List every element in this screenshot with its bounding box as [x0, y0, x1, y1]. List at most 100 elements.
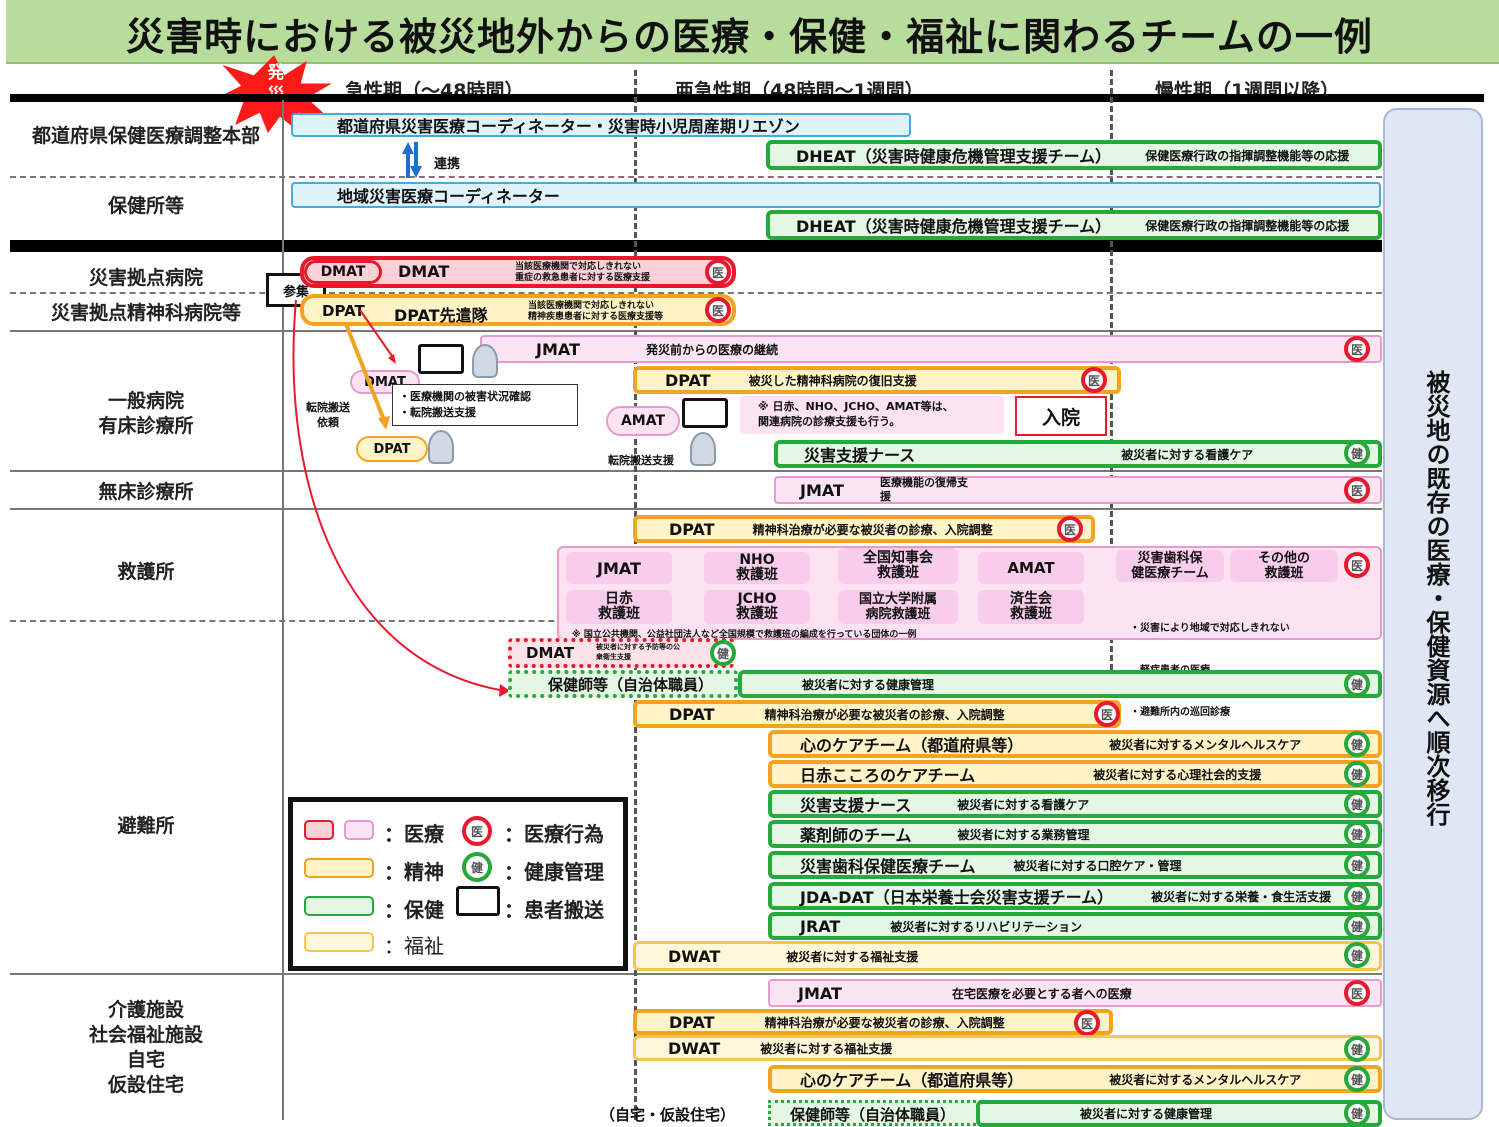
transfer-support-label: 転院搬送支援: [608, 454, 674, 467]
health-mgmt-badge: 健: [1344, 1036, 1370, 1062]
jrc-note: ※ 日赤、NHO、JCHO、AMAT等は、 関連病院の診療支援も行う。: [740, 396, 1004, 434]
care-phn-bar: 被災者に対する健康管理: [976, 1100, 1382, 1127]
dheat-pref-bar: DHEAT（災害時健康危機管理支援チーム） 保健医療行政の指揮調整機能等の応援: [766, 140, 1382, 170]
base-dpat-name: DPAT先遣隊: [394, 306, 488, 325]
health-mgmt-badge: 健: [1344, 883, 1370, 909]
local-coordinator-bar: 地域災害医療コーディネーター: [291, 182, 1381, 208]
gen-nurse-bar: 災害支援ナース 被災者に対する看護ケア: [774, 440, 1382, 468]
base-dmat-name: DMAT: [398, 262, 450, 281]
legend-medical-act-icon: 医: [462, 816, 492, 846]
link-arrows-icon: [402, 142, 422, 178]
medical-act-badge: 医: [1344, 980, 1370, 1006]
health-mgmt-badge: 健: [710, 640, 736, 666]
team-name: DWAT: [668, 946, 721, 966]
medical-act-badge: 医: [1074, 1010, 1100, 1036]
team-description: 被災者に対する業務管理: [957, 827, 1090, 842]
legend-health-mgmt-icon: 健: [462, 852, 492, 882]
admission-box: 入院: [1015, 396, 1107, 436]
transition-label: 被災地の既存の医療・保健資源へ順次移行: [1422, 370, 1450, 826]
ambulance-icon: [682, 398, 728, 428]
health-mgmt-badge: 健: [1344, 1100, 1370, 1126]
row-sep: [10, 470, 1382, 472]
row-sep: [10, 508, 1382, 510]
medical-act-badge: 医: [705, 297, 731, 323]
row-label-pref: 都道府県保健医療調整本部: [31, 125, 260, 147]
shelter-team-bar: 災害歯科保健医療チーム 被災者に対する口腔ケア・管理: [768, 851, 1382, 879]
shelter-team-bar: 日赤こころのケアチーム 被災者に対する心理社会的支援: [768, 760, 1382, 788]
gen-dpat-cloud: DPAT: [356, 436, 428, 462]
team-description: 被災者に対するメンタルヘルスケア: [1109, 1072, 1302, 1087]
team-description: 在宅医療を必要とする者への医療: [951, 986, 1132, 1001]
row-sep: [10, 330, 1382, 332]
label-column-line: [282, 100, 284, 1120]
aid-team-nho: NHO 救護班: [704, 552, 810, 584]
team-description: 被災者に対する福祉支援: [760, 1041, 893, 1056]
medical-act-badge: 医: [705, 259, 731, 285]
medical-act-badge: 医: [1344, 336, 1370, 362]
transition-panel: [1383, 108, 1483, 1120]
health-mgmt-badge: 健: [1344, 913, 1370, 939]
aid-team-amat: AMAT: [978, 552, 1084, 584]
health-mgmt-badge: 健: [1344, 942, 1370, 968]
aid-team-dental: 災害歯科保 健医療チーム: [1116, 550, 1224, 582]
legend-transport: ：患者搬送: [504, 898, 604, 922]
health-mgmt-badge: 健: [1344, 852, 1370, 878]
patient-icon: [690, 432, 716, 466]
title-bar: [6, 0, 1499, 64]
aid-team-governors: 全国知事会 救護班: [838, 548, 958, 584]
legend-swatch-mental: [304, 858, 374, 878]
shelter-dmat-name: DMAT: [526, 644, 575, 662]
care-team-bar: 心のケアチーム（都道府県等）被災者に対するメンタルヘルスケア: [768, 1065, 1382, 1093]
team-name: DPAT: [669, 704, 715, 724]
team-name: 日赤こころのケアチーム: [800, 766, 976, 785]
medical-act-badge: 医: [1344, 552, 1370, 578]
team-name: 薬剤師のチーム: [800, 826, 912, 845]
medical-act-badge: 医: [1344, 477, 1370, 503]
shelter-team-bar: 災害支援ナース被災者に対する看護ケア: [768, 790, 1382, 818]
aid-team-jrc: 日赤 救護班: [566, 590, 672, 624]
gen-dpat-bar: DPAT 被災した精神科病院の復旧支援: [633, 366, 1121, 394]
base-dpat-tag: DPAT: [322, 302, 365, 320]
gen-dmat-note: ・医療機関の被害状況確認 ・転院搬送支援: [392, 384, 578, 426]
row-label-general-hospital: 一般病院 有床診療所: [98, 390, 194, 437]
team-description: 被災者に対する心理社会的支援: [1093, 767, 1262, 782]
legend-swatch-medical-red: [304, 820, 334, 840]
shelter-dmat-desc: 被災者に対する予防等の公 衆衛生支援: [596, 643, 680, 661]
patient-icon: [472, 344, 498, 378]
team-name: 災害歯科保健医療チーム: [800, 857, 976, 876]
aid-team-univ: 国立大学附属 病院救護班: [838, 590, 958, 624]
dispatch-arrows: [292, 299, 510, 697]
aid-team-other: その他の 救護班: [1230, 550, 1338, 582]
aid-team-saiseikai: 済生会 救護班: [978, 590, 1084, 624]
legend-medical: ：医療: [384, 822, 444, 846]
team-name: JRAT: [800, 916, 841, 936]
row-label-care: 介護施設 社会福祉施設 自宅 仮設住宅: [88, 999, 203, 1096]
dheat-hc-bar: DHEAT（災害時健康危機管理支援チーム） 保健医療行政の指揮調整機能等の応援: [766, 210, 1382, 240]
pref-coordinator-bar: 都道府県災害医療コーディネーター・災害時小児周産期リエゾン: [291, 113, 911, 137]
team-name: DWAT: [668, 1038, 721, 1058]
link-label: 連携: [434, 157, 461, 172]
base-dmat-desc: 当該医療機関で対応しきれない 重症の救急患者に対する医療支援: [515, 262, 651, 283]
legend-swatch-medical-pink: [344, 820, 374, 840]
team-description: 被災者に対する口腔ケア・管理: [1013, 858, 1182, 873]
legend-swatch-welfare: [304, 932, 374, 952]
row-sep: [10, 973, 1382, 975]
base-dmat-tag: DMAT: [304, 260, 382, 284]
team-description: 被災者に対する栄養・食生活支援: [1151, 889, 1332, 904]
aid-team-jcho: JCHO 救護班: [704, 590, 810, 624]
shelter-dmat-bar: [508, 638, 734, 668]
row-label-psych-base: 災害拠点精神科病院等: [50, 302, 241, 324]
base-dpat-bar: [300, 294, 736, 326]
legend-health-mgmt: ：健康管理: [504, 860, 604, 884]
legend-swatch-health: [304, 896, 374, 916]
top-divider: [10, 94, 1484, 102]
shelter-phn-name: 保健師等（自治体職員）: [548, 676, 714, 694]
clinic-jmat-desc: 医療機能の復帰支 援: [880, 476, 968, 503]
medical-act-badge: 医: [1094, 701, 1120, 727]
care-phn-start: [768, 1100, 982, 1126]
clinic-jmat-bar: [774, 476, 1382, 504]
